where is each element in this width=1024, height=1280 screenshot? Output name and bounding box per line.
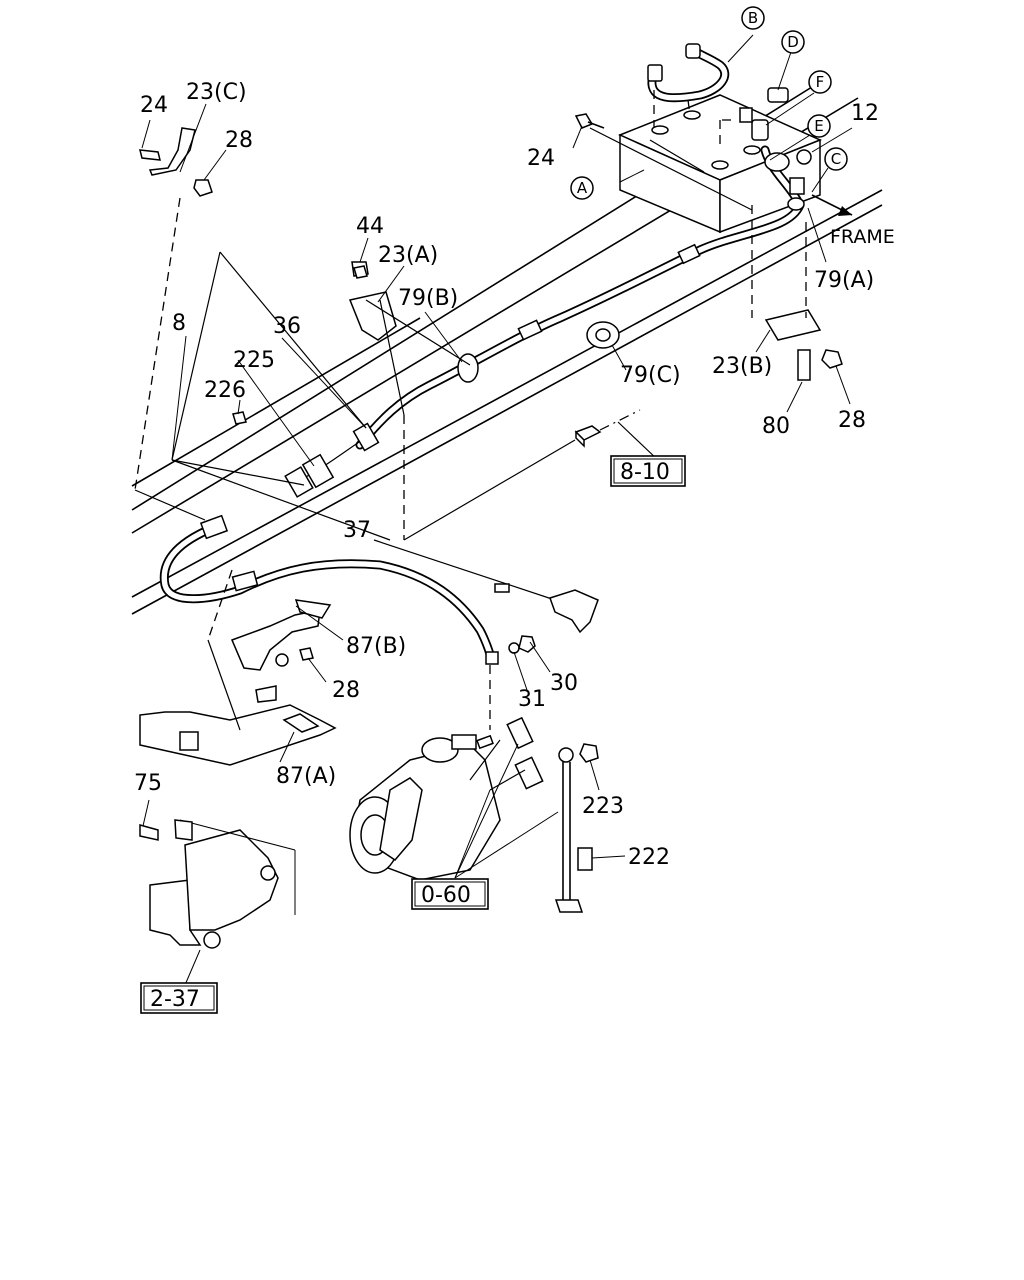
label-24-top: 24 [140,93,168,118]
fasteners [232,113,605,661]
label-28-top: 28 [225,128,253,153]
label-23c: 23(C) [186,80,247,105]
label-75: 75 [134,771,162,796]
callout-c: C [824,147,848,171]
bracket-87b [230,599,332,703]
label-23a: 23(A) [378,243,438,268]
ref-box-0-60[interactable]: 0-60 [411,878,489,910]
label-frame: FRAME [830,226,895,248]
label-28-right: 28 [838,408,866,433]
bracket-23c [139,127,213,197]
ref-box-2-37[interactable]: 2-37 [140,982,218,1014]
bracket-23b [751,205,843,381]
bracket-87a [139,704,337,766]
ground-wire [373,539,599,634]
svg-text:D: D [787,33,799,51]
leader-lines [134,119,753,731]
ground-strap [554,743,599,913]
part-labels: 24 23(C) 28 44 23(A) 8 36 225 79(B) 226 … [134,80,895,870]
callout-b: B [741,6,765,30]
callout-f: F [808,70,832,94]
label-37: 37 [343,518,371,543]
clamp-79a [764,152,805,211]
label-225: 225 [233,348,275,373]
clamp-79c [586,321,620,349]
label-44: 44 [356,214,384,239]
svg-text:8-10: 8-10 [620,460,670,485]
callout-a: A [570,176,594,200]
label-222: 222 [628,845,670,870]
ref-box-8-10[interactable]: 8-10 [610,455,686,487]
starter-cable [159,514,499,665]
label-87b: 87(B) [346,634,406,659]
mount-bracket [139,819,296,949]
svg-text:C: C [831,150,841,168]
svg-text:E: E [814,117,823,135]
label-23b: 23(B) [712,354,772,379]
starter-motor [349,716,544,881]
label-36: 36 [273,314,301,339]
label-80: 80 [762,414,790,439]
svg-text:A: A [577,179,588,197]
svg-text:B: B [748,9,758,27]
callout-d: D [781,30,805,54]
svg-text:0-60: 0-60 [421,883,471,908]
label-79b: 79(B) [398,286,458,311]
callout-e: E [807,114,831,138]
label-87a: 87(A) [276,764,336,789]
label-28-mid: 28 [332,678,360,703]
battery-terminals [739,87,812,195]
label-24-right: 24 [527,146,555,171]
clamp-79b [457,353,479,383]
pointer-lines [141,34,853,986]
label-12: 12 [851,101,879,126]
bracket-23a [348,261,471,366]
label-30: 30 [550,671,578,696]
relay-box [574,409,661,463]
label-226: 226 [204,378,246,403]
svg-text:F: F [816,73,825,91]
label-8: 8 [172,311,186,336]
label-31: 31 [518,687,546,712]
frame-arrow [811,194,853,216]
battery-link-cable [647,43,730,128]
label-79c: 79(C) [620,363,681,388]
harness-connectors [284,422,380,498]
nut-30-31 [508,635,536,654]
label-223: 223 [582,794,624,819]
label-79a: 79(A) [814,268,874,293]
svg-text:2-37: 2-37 [150,987,200,1012]
